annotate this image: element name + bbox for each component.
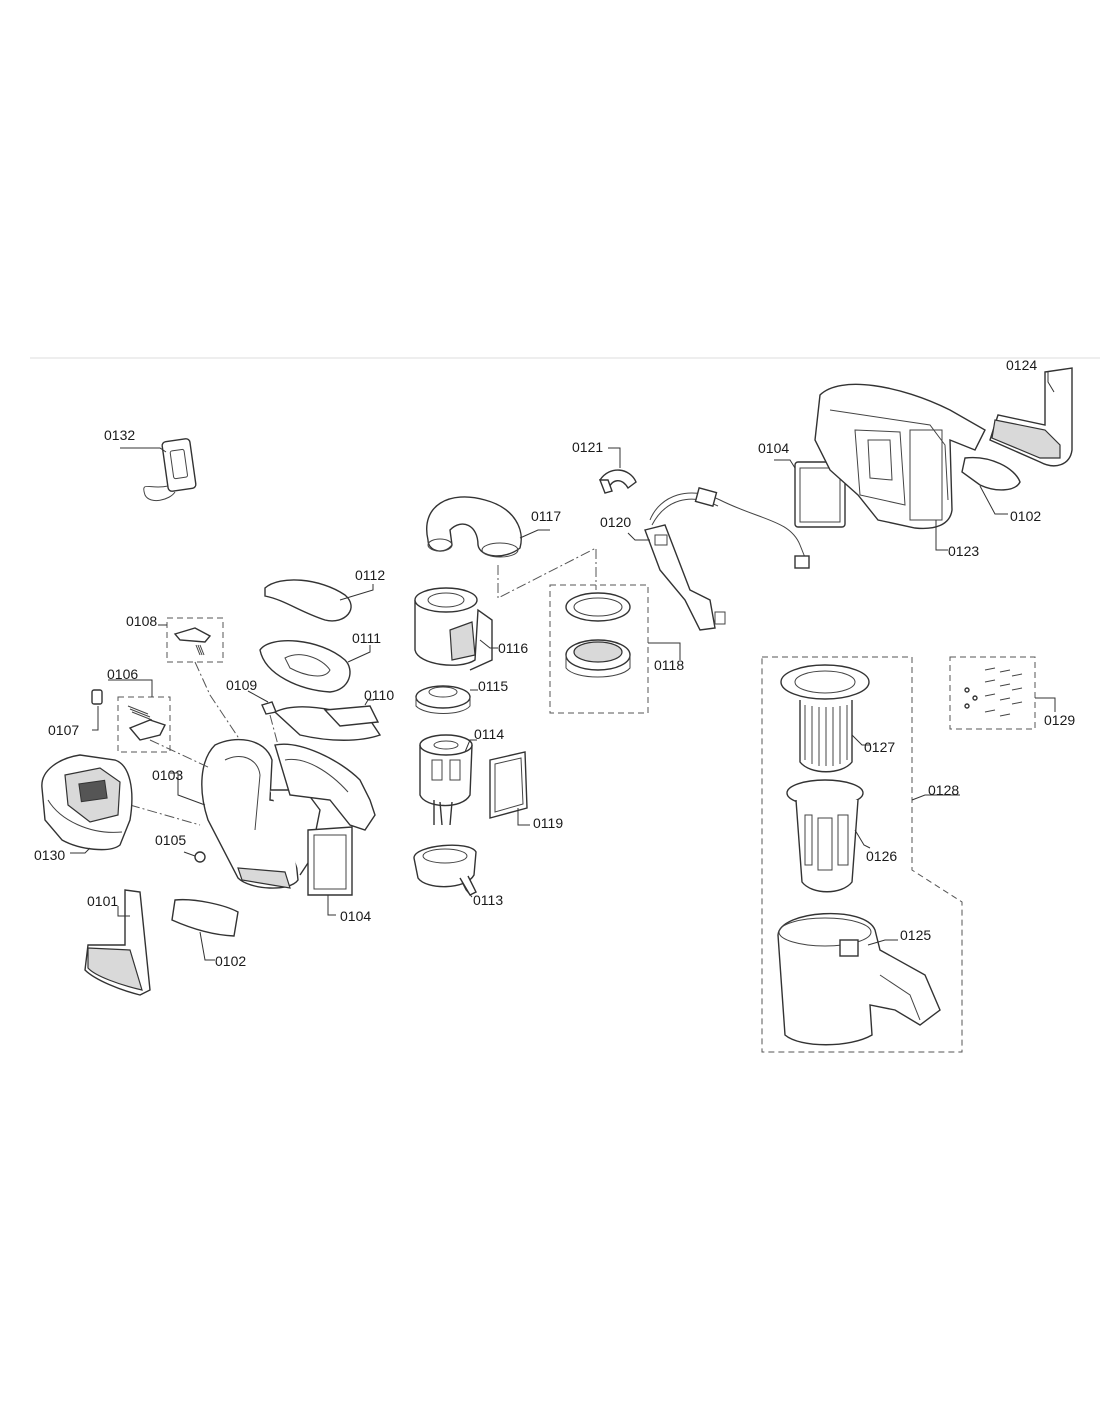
- part-0124-grille-cover[interactable]: [989, 367, 1073, 467]
- label-0130: 0130: [34, 847, 65, 863]
- label-0127: 0127: [864, 739, 895, 755]
- part-0115-seal-ring[interactable]: [415, 685, 478, 714]
- part-0104-filter-pad-bottom[interactable]: [307, 826, 353, 916]
- group-box-0128: [761, 656, 963, 1053]
- label-0110: 0110: [364, 687, 394, 703]
- label-0120: 0120: [600, 514, 631, 530]
- label-0107: 0107: [48, 722, 79, 738]
- part-0103-handle-body[interactable]: [170, 738, 321, 889]
- label-0113: 0113: [473, 892, 503, 908]
- part-0121-clip[interactable]: [598, 447, 637, 494]
- part-0127-cylinder-filter[interactable]: [780, 664, 870, 773]
- label-0132: 0132: [104, 427, 135, 443]
- guide-line-0130: [129, 804, 201, 826]
- guide-line-0106: [149, 739, 211, 769]
- label-0116: 0116: [498, 640, 528, 656]
- leader-0128: [911, 794, 960, 801]
- label-0117: 0117: [531, 508, 561, 524]
- guide-line-0108: [194, 661, 241, 741]
- guide-line-0109: [269, 714, 279, 746]
- label-0102-bottom: 0102: [215, 953, 246, 969]
- group-box-0106: [117, 696, 171, 753]
- part-0126-mesh-filter[interactable]: [786, 779, 871, 893]
- part-0102-cover-bottom[interactable]: [171, 898, 239, 961]
- part-0109-clip[interactable]: [247, 690, 277, 715]
- label-0124: 0124: [1006, 357, 1037, 373]
- part-0108-latch[interactable]: [158, 624, 212, 656]
- label-0118: 0118: [654, 657, 684, 673]
- label-0112: 0112: [355, 567, 385, 583]
- part-0107-button[interactable]: [91, 689, 103, 731]
- part-0132-charger[interactable]: [120, 438, 197, 502]
- part-0118-filter-rings[interactable]: [565, 592, 681, 678]
- label-0102-top: 0102: [1010, 508, 1041, 524]
- part-0129-screw-set[interactable]: [964, 667, 1056, 717]
- label-0109: 0109: [226, 677, 257, 693]
- label-0114: 0114: [474, 726, 504, 742]
- part-0102-cover-top[interactable]: [961, 456, 1021, 515]
- part-0114-motor[interactable]: [419, 734, 477, 826]
- label-0104-top: 0104: [758, 440, 789, 456]
- label-0125: 0125: [900, 927, 931, 943]
- part-0123-housing[interactable]: [814, 383, 986, 551]
- part-0130-battery[interactable]: [41, 754, 133, 854]
- flow-line-0117-0118: [497, 547, 597, 599]
- part-0111-seal-plate[interactable]: [259, 640, 371, 693]
- label-0121: 0121: [572, 439, 603, 455]
- label-0105: 0105: [155, 832, 186, 848]
- part-0117-elbow-duct[interactable]: [426, 496, 550, 558]
- part-0120-wiring-harness[interactable]: [627, 487, 810, 631]
- part-frame-upper[interactable]: [274, 743, 376, 831]
- part-0105-cap[interactable]: [183, 851, 206, 863]
- part-0110-gasket[interactable]: [273, 699, 382, 741]
- label-0101: 0101: [87, 893, 118, 909]
- label-0108: 0108: [126, 613, 157, 629]
- part-0104-filter-pad-top[interactable]: [774, 459, 846, 528]
- label-0129: 0129: [1044, 712, 1075, 728]
- part-0101-grille-cover[interactable]: [84, 889, 151, 996]
- part-0119-filter-sheet[interactable]: [489, 751, 530, 826]
- label-0111: 0111: [352, 630, 381, 646]
- part-0113-motor-base[interactable]: [413, 844, 477, 898]
- label-0104-bottom: 0104: [340, 908, 371, 924]
- label-0115: 0115: [478, 678, 508, 694]
- label-0119: 0119: [533, 815, 563, 831]
- label-0128: 0128: [928, 782, 959, 798]
- label-0126: 0126: [866, 848, 897, 864]
- group-box-0129: [949, 656, 1036, 730]
- label-0103: 0103: [152, 767, 183, 783]
- part-0125-dust-container[interactable]: [777, 912, 941, 1046]
- part-0116-motor-housing[interactable]: [414, 587, 498, 671]
- label-0106: 0106: [107, 666, 138, 682]
- label-0123: 0123: [948, 543, 979, 559]
- group-box-0118: [549, 584, 649, 714]
- part-0112-cover[interactable]: [264, 579, 374, 622]
- part-0106-spring-set[interactable]: [108, 679, 166, 741]
